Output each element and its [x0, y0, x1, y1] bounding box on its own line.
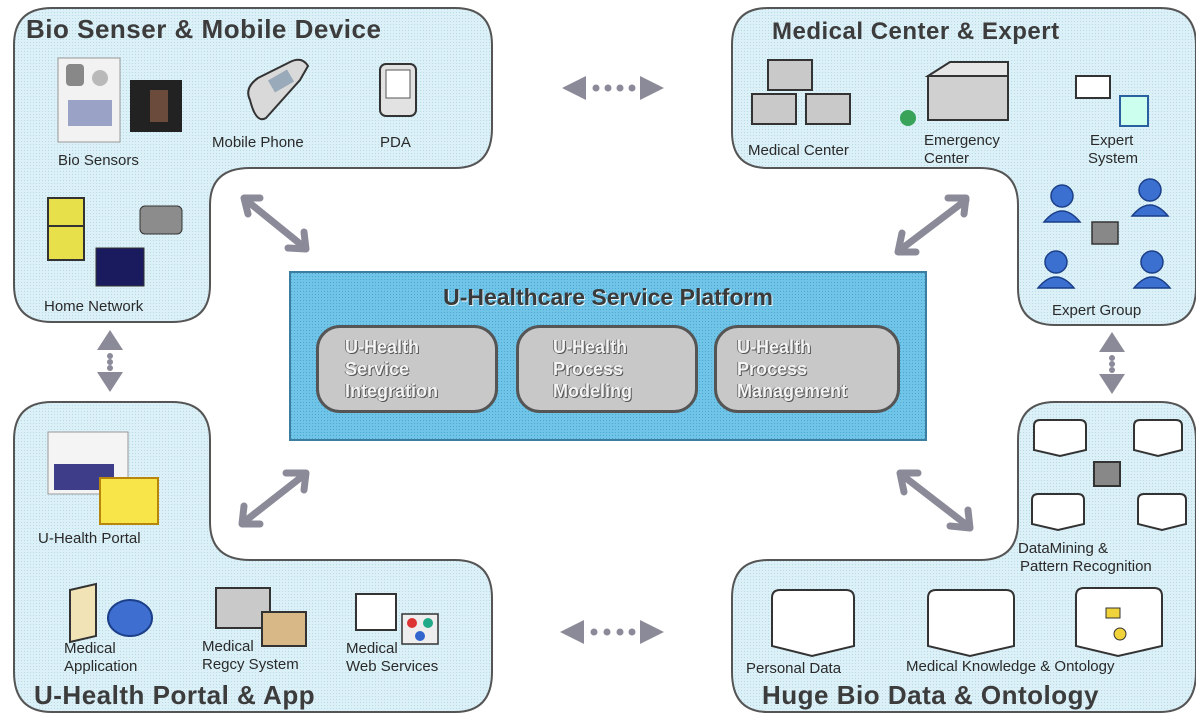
data-mining-label-1: DataMining &: [1018, 540, 1109, 557]
module-line: U-Health: [553, 337, 628, 357]
emergency-center-icon: [900, 61, 1009, 126]
process-modeling-module: U-Health Process Modeling: [516, 325, 698, 413]
web-services-label-1: Medical: [346, 640, 398, 657]
bio-sensors-label: Bio Sensors: [58, 152, 139, 169]
personal-data-icon: [771, 589, 855, 658]
service-integration-module: U-Health Service Integration: [316, 325, 498, 413]
arrow-medical-platform: [894, 194, 970, 256]
expert-system-label-2: System: [1088, 150, 1139, 167]
arrow-data-platform: [896, 469, 974, 532]
legacy-system-icon: [215, 587, 307, 647]
pda-label: PDA: [380, 134, 411, 151]
medical-knowledge-label: Medical Knowledge & Ontology: [906, 658, 1115, 675]
u-health-portal-label: U-Health Portal: [38, 530, 141, 547]
home-network-label: Home Network: [44, 298, 144, 315]
expert-group-icon: [1036, 178, 1172, 289]
mobile-phone-label: Mobile Phone: [212, 134, 304, 151]
platform-title: U-Healthcare Service Platform: [443, 284, 773, 310]
web-services-label-2: Web Services: [346, 658, 439, 675]
module-line: Integration: [345, 381, 438, 401]
data-mining-icon: [1031, 419, 1187, 532]
medical-center-icon: [751, 59, 851, 125]
module-line: Process: [553, 359, 624, 379]
web-services-icon: [355, 593, 439, 645]
medical-knowledge-icon: [927, 589, 1015, 658]
arrow-bio-platform: [240, 194, 310, 253]
module-line: Modeling: [553, 381, 632, 401]
medical-application-label-2: Application: [64, 658, 138, 675]
medical-application-label-1: Medical: [64, 640, 116, 657]
arrow-bio-medical: [562, 76, 664, 100]
module-line: Service: [345, 359, 410, 379]
home-network-icon: [47, 197, 183, 287]
data-mining-label-2: Pattern Recognition: [1020, 558, 1152, 575]
arrow-medical-data: [1099, 332, 1125, 394]
u-health-portal-icon: [47, 431, 159, 525]
process-management-module: U-Health Process Management: [714, 325, 900, 413]
medical-application-icon: [69, 582, 153, 644]
process-management-text: U-Health Process Management: [717, 336, 897, 402]
ontology-icon: [1075, 587, 1163, 658]
medical-center-label: Medical Center: [748, 142, 849, 159]
emergency-center-label-2: Center: [924, 150, 970, 167]
arrow-portal-data: [560, 620, 664, 644]
module-line: U-Health: [737, 337, 812, 357]
pda-icon: [379, 63, 417, 117]
module-line: U-Health: [345, 337, 420, 357]
mobile-phone-icon: [247, 58, 310, 121]
module-line: Management: [737, 381, 848, 401]
data-quadrant-title: Huge Bio Data & Ontology: [762, 680, 1099, 710]
arrow-bio-portal: [97, 330, 123, 392]
bio-quadrant-title: Bio Senser & Mobile Device: [26, 14, 382, 44]
bio-sensors-icon: [57, 57, 182, 143]
service-integration-text: U-Health Service Integration: [319, 336, 495, 402]
legacy-system-label-2: Regcy System: [202, 656, 299, 673]
arrow-portal-platform: [238, 469, 310, 528]
module-line: Process: [737, 359, 808, 379]
expert-group-label: Expert Group: [1052, 302, 1142, 319]
expert-system-label-1: Expert: [1090, 132, 1134, 149]
process-modeling-text: U-Health Process Modeling: [519, 336, 695, 402]
personal-data-label: Personal Data: [746, 660, 842, 677]
medical-quadrant-title: Medical Center & Expert: [772, 18, 1060, 45]
portal-quadrant-title: U-Health Portal & App: [34, 680, 316, 710]
legacy-system-label-1: Medical: [202, 638, 254, 655]
expert-system-icon: [1075, 75, 1149, 127]
emergency-center-label-1: Emergency: [924, 132, 1000, 149]
